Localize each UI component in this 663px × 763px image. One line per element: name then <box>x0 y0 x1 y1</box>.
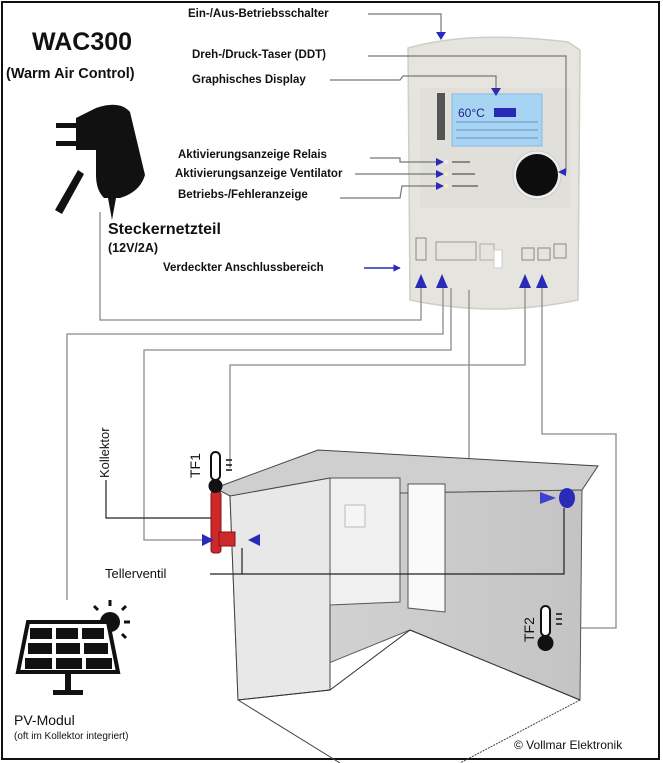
label-status-indicator: Betriebs-/Fehleranzeige <box>178 189 308 201</box>
wire-psu <box>99 212 422 321</box>
label-fan-indicator: Aktivierungsanzeige Ventilator <box>175 168 343 180</box>
wire-pv <box>66 288 444 600</box>
product-title: WAC300 <box>32 28 133 56</box>
display-temperature: 60°C <box>458 106 485 120</box>
fan-icon <box>210 488 575 575</box>
label-relay-indicator: Aktivierungsanzeige Relais <box>178 149 327 161</box>
terminal-arrowheads <box>415 274 548 288</box>
led-relay <box>444 160 448 164</box>
wire-fan <box>229 288 526 468</box>
terminal-block <box>415 237 567 269</box>
brand-logo <box>437 93 445 140</box>
graphic-display <box>451 93 543 147</box>
label-pv-note: (oft im Kollektor integriert) <box>14 731 129 742</box>
led-indicators <box>444 160 478 188</box>
power-adapter-icon <box>55 104 145 220</box>
label-display: Graphisches Display <box>192 74 306 86</box>
copyright: © Vollmar Elektronik <box>514 738 623 752</box>
thermometer-tf2-icon <box>537 605 562 651</box>
room-illustration <box>213 449 599 763</box>
led-status <box>444 184 448 188</box>
label-terminal-area: Verdeckter Anschlussbereich <box>163 262 324 274</box>
wire-tf1 <box>143 288 452 541</box>
label-valve: Tellerventil <box>105 566 167 581</box>
label-knob: Dreh-/Druck-Taser (DDT) <box>192 49 326 61</box>
label-psu-name: Steckernetzteil <box>108 221 221 238</box>
product-subtitle: (Warm Air Control) <box>6 66 135 82</box>
label-pv-module: PV-Modul <box>14 712 75 728</box>
pv-module-icon <box>15 600 130 695</box>
led-fan <box>444 172 448 176</box>
label-psu-rating: (12V/2A) <box>108 241 159 255</box>
label-collector: Kollektor <box>97 427 112 478</box>
rotary-knob <box>512 150 562 200</box>
wire-tf2 <box>541 288 617 629</box>
thermometer-tf1-icon <box>208 451 232 493</box>
label-sensor1: TF1 <box>187 453 203 478</box>
label-power-switch: Ein-/Aus-Betriebsschalter <box>188 8 329 20</box>
label-sensor2: TF2 <box>521 617 537 642</box>
annotation-arrowheads <box>436 32 566 190</box>
